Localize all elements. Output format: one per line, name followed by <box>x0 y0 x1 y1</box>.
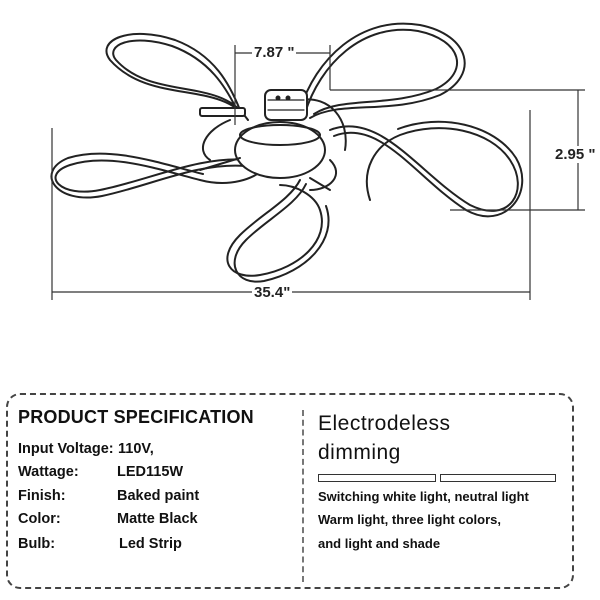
arm-length-label: 7.87 " <box>252 44 297 61</box>
spec-title: PRODUCT SPECIFICATION <box>18 407 254 427</box>
spec-label-color: Color: <box>18 511 61 527</box>
ceiling-light-drawing <box>50 22 585 300</box>
spec-value-wattage: LED115W <box>117 464 184 480</box>
canopy-dome <box>234 121 326 179</box>
dimming-bar-right <box>440 474 556 482</box>
feature-title-line2: dimming <box>318 441 401 464</box>
spec-value-color: Matte Black <box>117 511 198 527</box>
feature-line-1: Switching white light, neutral light <box>318 489 529 504</box>
width-label: 35.4" <box>252 284 293 301</box>
spec-value-voltage: 110V, <box>118 441 154 457</box>
light-arm-left <box>54 158 263 193</box>
spec-value-bulb: Led Strip <box>119 536 182 552</box>
light-arm-top-right <box>299 22 466 119</box>
light-arm-right <box>329 125 519 212</box>
canopy-base <box>264 89 308 121</box>
spec-label-bulb: Bulb: <box>18 536 56 552</box>
panel-divider <box>302 410 304 582</box>
spec-label-voltage: Input Voltage: <box>18 441 114 457</box>
height-label: 2.95 " <box>553 146 598 163</box>
specification-panel <box>6 393 574 589</box>
spec-label-wattage: Wattage: <box>18 464 79 480</box>
feature-line-2: Warm light, three light colors, <box>318 512 501 527</box>
spec-value-finish: Baked paint <box>117 488 200 504</box>
dimming-bar-left <box>318 474 436 482</box>
light-arm-bottom <box>226 179 323 277</box>
light-arm-top-left <box>105 32 249 121</box>
feature-line-3: and light and shade <box>318 536 441 551</box>
spec-label-finish: Finish: <box>18 488 66 504</box>
feature-title-line1: Electrodeless <box>318 412 451 435</box>
